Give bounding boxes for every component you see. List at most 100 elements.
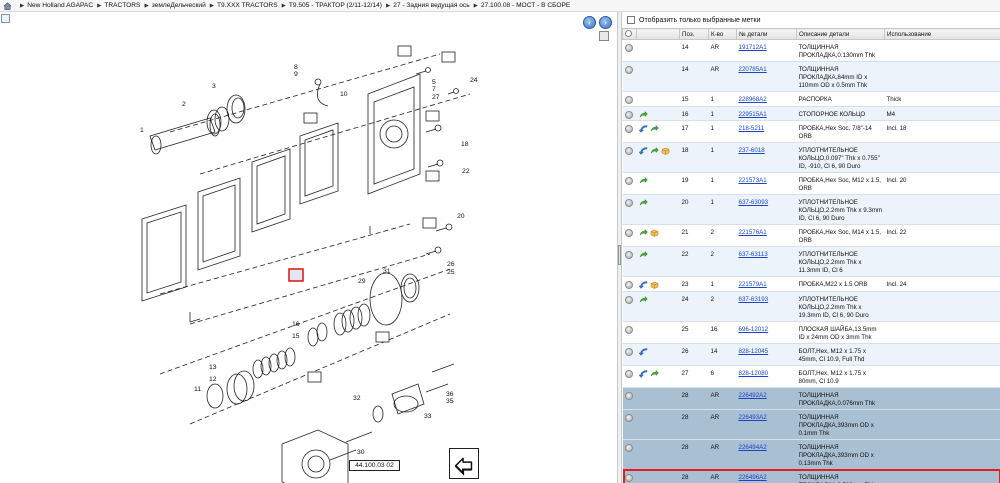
callout-31[interactable]: 31 [383,268,391,275]
part-number-link[interactable]: 220785A1 [738,66,767,73]
callout-26[interactable]: 26 [447,261,455,268]
part-number-link[interactable]: 221579A1 [738,281,767,289]
callout-13[interactable]: 13 [209,364,217,371]
green-arrow-icon[interactable] [639,229,648,237]
select-column-header[interactable] [622,28,637,40]
callout-8[interactable]: 8 [294,64,298,71]
part-number-link[interactable]: 218-5211 [738,125,765,133]
breadcrumb-item[interactable]: TRACTORS [104,2,141,9]
qty-column-header[interactable]: К-во [708,28,737,40]
part-number-link[interactable]: 637-63113 [738,251,768,259]
blue-arrow-icon[interactable] [638,125,648,134]
row-select-radio[interactable] [624,229,633,238]
green-arrow-icon[interactable] [639,251,648,259]
callout-2[interactable]: 2 [182,101,186,108]
row-select-radio[interactable] [624,110,633,119]
callout-3[interactable]: 3 [212,83,216,90]
usage-column-header[interactable]: Использование [884,28,1000,40]
green-arrow-icon[interactable] [639,177,648,185]
part-number-link[interactable]: 226492A2 [738,391,767,399]
green-arrow-icon[interactable] [639,295,648,304]
row-select-radio[interactable] [624,96,633,104]
part-number-link[interactable]: 828-12045 [738,347,769,355]
row-select-radio[interactable] [624,199,633,208]
callout-16[interactable]: 16 [292,321,300,328]
part-number-link[interactable]: 226496A2 [738,473,767,481]
green-arrow-icon[interactable] [650,147,659,155]
callout-9[interactable]: 9 [294,71,298,78]
callout-7[interactable]: 7 [432,86,436,93]
breadcrumb-item[interactable]: T9.XXX TRACTORS [217,2,278,9]
callout-12[interactable]: 12 [209,376,217,383]
row-select-radio[interactable] [624,473,633,482]
callout-29[interactable]: 29 [358,278,366,285]
row-select-radio[interactable] [624,295,633,304]
show-selected-only-checkbox[interactable] [627,16,635,24]
package-icon[interactable] [650,229,659,238]
home-icon[interactable] [3,2,12,10]
blue-arrow-icon[interactable] [638,370,648,378]
splitter-grip[interactable] [618,245,621,265]
row-select-radio[interactable] [624,391,633,400]
callout-33[interactable]: 33 [424,413,432,420]
callout-11[interactable]: 11 [194,386,201,393]
callout-25[interactable]: 25 [447,269,455,276]
row-select-radio[interactable] [624,325,633,334]
row-select-radio[interactable] [624,66,633,74]
part-number-link[interactable]: 226494A2 [738,443,767,451]
package-icon[interactable] [650,281,659,290]
breadcrumb-item[interactable]: 27 - Задния ведущая ось [393,2,470,9]
callout-22[interactable]: 22 [462,168,470,175]
next-diagram-button[interactable]: › [599,16,612,29]
return-arrow-button[interactable] [449,448,479,479]
callout-35[interactable]: 35 [446,398,454,405]
callout-10[interactable]: 10 [340,91,348,98]
description-column-header[interactable]: Описание детали [796,28,885,40]
part-number-link[interactable]: 228968A2 [738,96,767,103]
part-number-link[interactable]: 221573A1 [738,177,767,185]
previous-diagram-button[interactable]: ‹ [583,16,596,29]
breadcrumb-item[interactable]: 27.100.08 - МОСТ - В СБОРЕ [480,2,571,9]
zoom-fit-icon[interactable] [1,14,10,23]
part-number-link[interactable]: 226493A2 [738,413,767,421]
part-number-link[interactable]: 696-12012 [738,325,769,333]
callout-5[interactable]: 5 [432,79,436,86]
row-select-radio[interactable] [624,177,633,186]
green-arrow-icon[interactable] [639,199,648,207]
part-number-link[interactable]: 237-6018 [738,147,765,155]
part-number-link[interactable]: 637-63093 [738,199,769,207]
callout-27[interactable]: 27 [432,94,440,101]
callout-15[interactable]: 15 [292,333,300,340]
green-arrow-icon[interactable] [650,125,659,133]
pos-column-header[interactable]: Поз. [679,28,709,40]
green-arrow-icon[interactable] [639,110,648,119]
pane-splitter[interactable] [617,12,622,483]
blue-arrow-icon[interactable] [638,348,648,356]
breadcrumb-item[interactable]: T9.505 - ТРАКТОР (2/11-12/14) [288,2,382,9]
callout-24[interactable]: 24 [470,77,478,84]
breadcrumb-item[interactable]: землеДельческий [151,2,206,9]
part-number-link[interactable]: 221576A1 [738,229,767,237]
blue-arrow-icon[interactable] [638,281,648,290]
part-number-link[interactable]: 229515A1 [738,110,767,118]
callout-36[interactable]: 36 [446,391,454,398]
package-icon[interactable] [661,147,670,156]
row-select-radio[interactable] [624,44,633,52]
